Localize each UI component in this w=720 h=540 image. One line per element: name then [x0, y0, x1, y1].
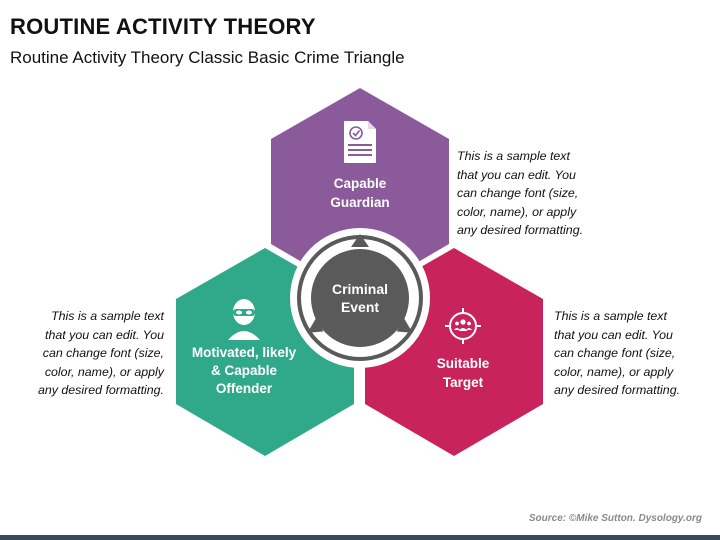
label-capable-guardian-line2: Guardian — [330, 195, 389, 210]
center-label-line2: Event — [341, 299, 379, 315]
targeted-group-icon — [445, 308, 481, 344]
label-offender-line3: Offender — [216, 381, 273, 396]
arrow-from-left — [307, 317, 324, 333]
slide-title: ROUTINE ACTIVITY THEORY — [10, 14, 316, 39]
source-credit: Source: ©Mike Sutton. Dysology.org — [528, 513, 702, 524]
bottom-bar — [0, 535, 720, 540]
label-suitable-target-line2: Target — [443, 375, 484, 390]
masked-offender-icon — [228, 299, 260, 340]
center-label-line1: Criminal — [332, 281, 388, 297]
label-suitable-target-line1: Suitable — [437, 356, 490, 371]
description-capable-guardian: This is a sample text that you can edit.… — [457, 149, 584, 237]
label-offender-line2: & Capable — [211, 363, 278, 378]
description-suitable-target: This is a sample text that you can edit.… — [554, 309, 681, 397]
criminal-event-circle — [311, 249, 409, 347]
description-offender: This is a sample text that you can edit.… — [37, 309, 164, 397]
arrow-from-top — [351, 234, 369, 247]
checklist-document-icon — [344, 121, 376, 163]
label-offender-line1: Motivated, likely — [192, 345, 297, 360]
label-capable-guardian-line1: Capable — [334, 176, 387, 191]
arrow-from-right — [396, 317, 413, 333]
slide-subtitle: Routine Activity Theory Classic Basic Cr… — [10, 48, 405, 67]
